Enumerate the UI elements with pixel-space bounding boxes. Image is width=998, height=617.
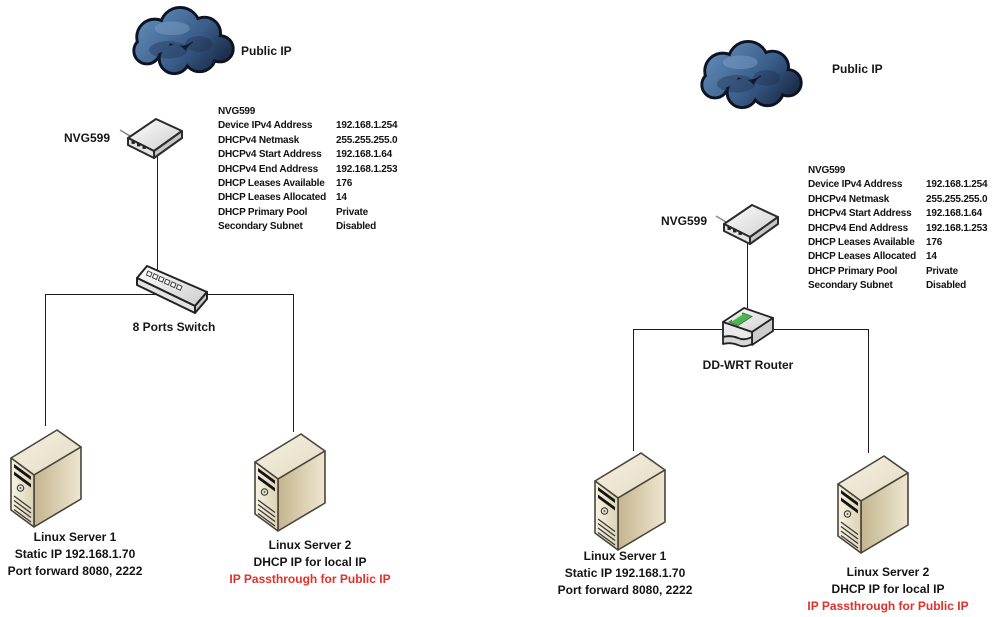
server-passthrough-note: IP Passthrough for Public IP [229,572,391,586]
router-label: DD-WRT Router [702,358,794,372]
modem-label: NVG599 [661,214,708,228]
info-row-value: 192.168.1.254 [336,120,398,132]
cloud-label: Public IP [832,62,883,76]
switch-label: 8 Ports Switch [132,320,216,334]
modem-icon [714,200,782,246]
info-row-label: DHCPv4 Netmask [218,134,300,146]
connector-line [157,150,158,272]
info-row-value: 14 [926,251,937,263]
connector-line [633,329,634,451]
info-row-label: DHCP Primary Pool [808,265,898,277]
info-row-label: DHCPv4 End Address [808,222,908,234]
internet-cloud-icon [696,38,808,114]
server-label: Static IP 192.168.1.70 [564,566,686,580]
server-label: Static IP 192.168.1.70 [14,547,136,561]
server2-labels: Linux Server 2 DHCP IP for local IP IP P… [807,564,968,615]
server-icon [9,424,85,530]
server-label: Linux Server 2 [846,565,930,579]
server-passthrough-note: IP Passthrough for Public IP [807,599,969,613]
info-row-label: DHCP Leases Available [218,178,325,190]
info-row-label: Secondary Subnet [808,280,893,292]
server1-labels: Linux Server 1 Static IP 192.168.1.70 Po… [558,548,693,599]
server-label: Linux Server 1 [583,549,667,563]
server-label: DHCP IP for local IP [831,582,945,596]
server-label: Port forward 8080, 2222 [7,564,143,578]
server-label: DHCP IP for local IP [253,555,367,569]
info-row-value: 192.168.1.253 [926,222,988,234]
connector-line [293,294,294,432]
modem-label: NVG599 [64,131,111,145]
info-row-value: Disabled [926,280,967,292]
server-label: Linux Server 1 [33,530,117,544]
server2-labels: Linux Server 2 DHCP IP for local IP IP P… [229,537,390,588]
info-title: NVG599 [218,106,256,117]
info-row-value: 192.168.1.64 [336,149,392,161]
connector-line [868,329,869,453]
info-row-value: 255.255.255.0 [926,193,988,205]
router-icon [716,303,780,353]
info-row-label: Secondary Subnet [218,221,303,233]
info-row-value: 192.168.1.253 [336,163,398,175]
info-row-label: Device IPv4 Address [808,179,903,191]
server1-labels: Linux Server 1 Static IP 192.168.1.70 Po… [8,529,143,580]
info-row-value: 14 [336,192,347,204]
info-row-value: Disabled [336,221,377,233]
modem-icon [118,114,186,160]
info-row-label: Device IPv4 Address [218,120,313,132]
server-icon [836,450,912,556]
server-icon [593,447,669,553]
info-row-label: DHCPv4 Start Address [218,149,322,161]
info-row-value: 176 [336,178,353,190]
info-row-label: DHCPv4 Netmask [808,193,890,205]
connector-line [45,294,46,426]
info-row-value: 255.255.255.0 [336,134,398,146]
info-row-label: DHCP Leases Allocated [218,192,327,204]
info-row-value: 192.168.1.64 [926,208,982,220]
info-row-value: Private [926,265,958,277]
info-row-label: DHCP Primary Pool [218,206,308,218]
info-title: NVG599 [808,165,846,176]
cloud-label: Public IP [241,44,292,58]
info-row-label: DHCP Leases Available [808,237,915,249]
info-row-label: DHCPv4 End Address [218,163,318,175]
info-row-label: DHCPv4 Start Address [808,208,912,220]
info-row-value: Private [336,206,368,218]
server-label: Linux Server 2 [268,538,352,552]
info-row-label: DHCP Leases Allocated [808,251,917,263]
server-label: Port forward 8080, 2222 [557,583,693,597]
internet-cloud-icon [128,4,240,80]
switch-icon [133,263,215,321]
server-icon [253,428,329,534]
info-row-value: 176 [926,237,943,249]
connector-line [747,238,748,308]
info-row-value: 192.168.1.254 [926,179,988,191]
